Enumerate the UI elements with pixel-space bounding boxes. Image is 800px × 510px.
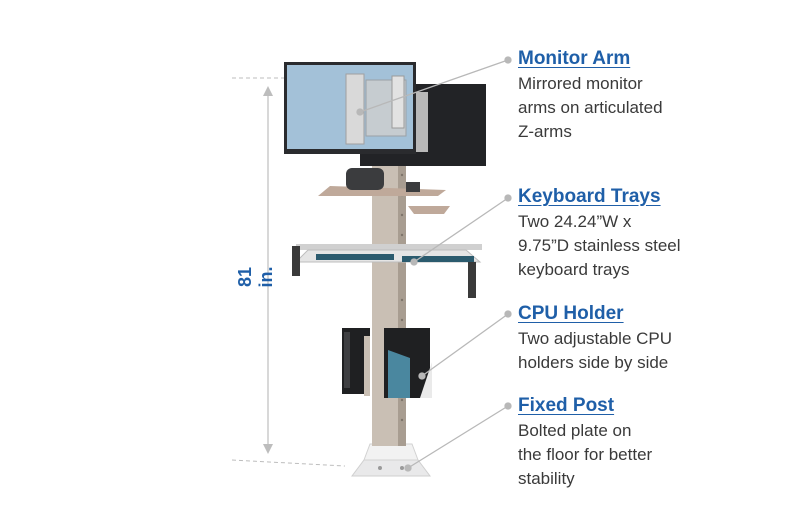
- keyboard-trays: [292, 244, 482, 298]
- callout-cpu-holder: CPU Holder Two adjustable CPU holders si…: [518, 303, 788, 375]
- cpu-holders: [342, 328, 432, 398]
- height-dimension: [231, 77, 346, 467]
- callout-description: Mirrored monitor arms on articulated Z-a…: [518, 74, 663, 141]
- callout-monitor-arm: Monitor Arm Mirrored monitor arms on art…: [518, 48, 788, 144]
- callout-fixed-post: Fixed Post Bolted plate on the floor for…: [518, 395, 788, 491]
- monitor-arm-assembly: [284, 62, 486, 166]
- callout-title: Keyboard Trays: [518, 186, 661, 207]
- fixed-post-base: [351, 443, 431, 477]
- callout-description: Two 24.24”W x 9.75”D stainless steel key…: [518, 212, 681, 279]
- callout-title: Fixed Post: [518, 395, 615, 416]
- callout-description: Bolted plate on the floor for better sta…: [518, 421, 653, 488]
- callout-title: CPU Holder: [518, 303, 624, 324]
- leader-lines: [356, 56, 512, 472]
- callout-title: Monitor Arm: [518, 48, 631, 69]
- callout-description: Two adjustable CPU holders side by side: [518, 329, 673, 372]
- top-shelf: [318, 168, 450, 214]
- height-label: 81 in.: [235, 266, 276, 288]
- callout-keyboard-trays: Keyboard Trays Two 24.24”W x 9.75”D stai…: [518, 186, 788, 282]
